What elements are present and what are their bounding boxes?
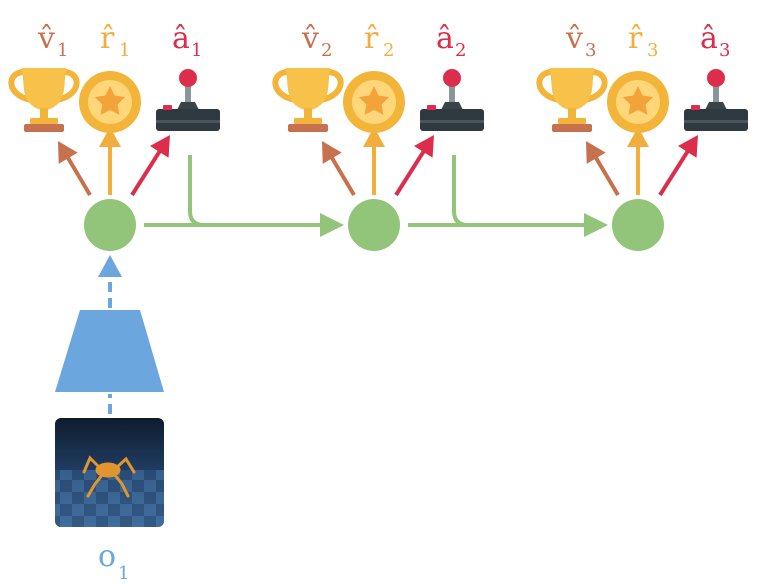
reward-label-2: r̂	[364, 21, 379, 56]
encoder-trapezoid	[55, 310, 164, 392]
arrow-layer	[58, 127, 698, 237]
trophy-icon-3	[539, 68, 604, 132]
action-label-3: â	[700, 21, 718, 56]
icon-layer	[11, 68, 748, 133]
trophy-icon-1	[11, 68, 76, 132]
latent-node-1	[84, 199, 136, 251]
action-arrow-3-head	[678, 135, 698, 158]
encoder	[55, 255, 164, 414]
value-arrow-3-head	[586, 141, 606, 164]
action-merge-path-2	[452, 155, 592, 227]
value-label-subscript-2: 2	[321, 40, 332, 61]
reward-label-subscript-2: 2	[383, 40, 394, 61]
reward-label-1: r̂	[100, 21, 115, 56]
reward-label-subscript-3: 3	[647, 40, 658, 61]
value-label-2: v̂	[301, 21, 319, 56]
star-medal-icon-1	[79, 71, 141, 133]
joystick-icon-1	[156, 69, 220, 131]
reward-label-subscript-1: 1	[119, 40, 130, 61]
observation-symbol: o	[98, 539, 116, 574]
star-medal-icon-3	[607, 71, 669, 133]
value-label-subscript-1: 1	[57, 40, 68, 61]
joystick-icon-2	[420, 69, 484, 131]
value-arrow-1-shaft	[64, 153, 92, 197]
action-label-2: â	[436, 21, 454, 56]
observation-image	[55, 418, 164, 527]
reward-arrow-1-head	[99, 127, 121, 147]
node-layer	[84, 199, 664, 251]
action-label-subscript-1: 1	[191, 40, 202, 61]
action-label-1: â	[172, 21, 190, 56]
encoder-to-latent-head	[98, 255, 122, 277]
observation-subscript: 1	[118, 563, 129, 584]
star-medal-icon-2	[343, 71, 405, 133]
value-arrow-3-shaft	[592, 153, 620, 197]
value-arrow-1-head	[58, 141, 78, 164]
action-arrow-1-head	[150, 135, 170, 158]
latent-node-3	[612, 199, 664, 251]
value-label-1: v̂	[37, 21, 55, 56]
value-arrow-2-head	[322, 141, 342, 164]
latent-node-2	[348, 199, 400, 251]
action-merge-path-1	[188, 155, 328, 227]
checker-floor	[55, 470, 164, 527]
observation-label: o 1	[98, 539, 129, 584]
action-arrow-3-shaft	[658, 147, 692, 197]
reward-arrow-2-head	[363, 127, 385, 147]
reward-arrow-3-head	[627, 127, 649, 147]
value-arrow-2-shaft	[328, 153, 356, 197]
joystick-icon-3	[684, 69, 748, 131]
trophy-icon-2	[275, 68, 340, 132]
action-arrow-2-head	[414, 135, 434, 158]
ant-robot	[82, 455, 136, 498]
action-arrow-2-shaft	[394, 147, 428, 197]
action-label-subscript-3: 3	[719, 40, 730, 61]
value-label-subscript-3: 3	[585, 40, 596, 61]
transition-head-2	[584, 213, 608, 237]
reward-label-3: r̂	[628, 21, 643, 56]
action-label-subscript-2: 2	[455, 40, 466, 61]
value-label-3: v̂	[565, 21, 583, 56]
transition-head-1	[320, 213, 344, 237]
action-arrow-1-shaft	[130, 147, 164, 197]
